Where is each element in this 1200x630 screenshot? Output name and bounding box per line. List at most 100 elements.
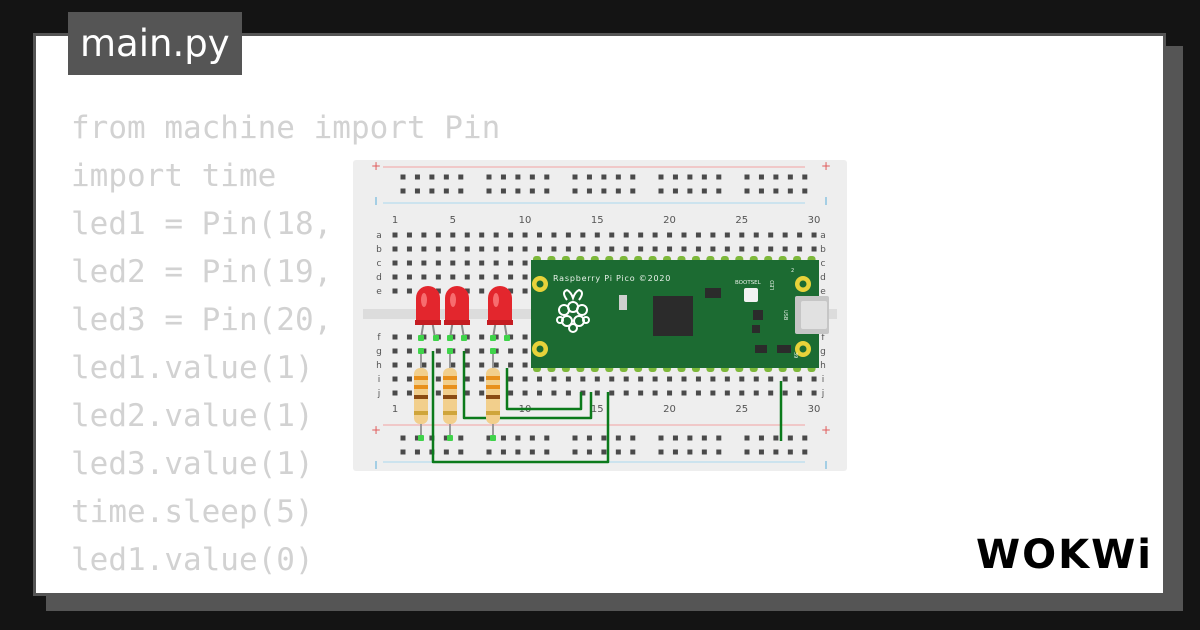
smd-component: [755, 345, 767, 353]
rail-plus-sign: +: [821, 160, 831, 173]
rail-hole: [615, 435, 621, 441]
active-hole: [447, 335, 453, 341]
resistor-band: [414, 411, 428, 415]
breadboard-hole: [392, 288, 398, 294]
rail-hole: [486, 174, 492, 180]
breadboard-hole: [594, 390, 600, 396]
breadboard-hole: [464, 288, 470, 294]
breadboard-hole: [724, 232, 730, 238]
breadboard-hole: [421, 274, 427, 280]
breadboard-hole: [508, 390, 514, 396]
breadboard-hole: [493, 348, 499, 354]
breadboard-hole: [724, 376, 730, 382]
breadboard-hole: [782, 390, 788, 396]
breadboard-hole: [522, 362, 528, 368]
rail-hole: [744, 174, 750, 180]
smd-component: [752, 325, 760, 333]
breadboard-hole: [797, 390, 803, 396]
rail-hole: [615, 174, 621, 180]
red-led-icon: [416, 286, 440, 325]
rail-hole: [658, 174, 664, 180]
breadboard-hole: [724, 390, 730, 396]
rail-hole: [544, 435, 550, 441]
breadboard-hole: [710, 376, 716, 382]
breadboard-hole: [464, 274, 470, 280]
breadboard-hole: [392, 246, 398, 252]
rail-hole: [400, 188, 406, 194]
rail-hole: [414, 174, 420, 180]
led-rim: [487, 320, 513, 325]
rail-hole: [672, 435, 678, 441]
circuit-diagram: 115510101515202025253030aabbccddeeffgghh…: [353, 160, 847, 471]
breadboard-hole: [493, 260, 499, 266]
code-line: led1.value(0): [71, 542, 314, 578]
red-led-icon: [445, 286, 469, 325]
breadboard-hole: [435, 274, 441, 280]
rail-hole: [658, 188, 664, 194]
resistor-band: [414, 385, 428, 389]
breadboard-hole: [464, 376, 470, 382]
red-led-icon: [488, 286, 512, 325]
breadboard-hole: [797, 376, 803, 382]
breadboard-hole: [768, 376, 774, 382]
rail-hole: [601, 174, 607, 180]
rail-hole: [716, 435, 722, 441]
column-number: 15: [591, 215, 604, 226]
code-line: led3.value(1): [71, 446, 314, 482]
wire-gp20: [431, 351, 610, 464]
rail-hole: [414, 435, 420, 441]
breadboard-hole: [537, 390, 542, 396]
resistor-band: [443, 411, 457, 415]
breadboard-hole: [508, 362, 514, 368]
rail-hole: [486, 188, 492, 194]
breadboard-hole: [782, 376, 788, 382]
rail-hole: [701, 435, 707, 441]
rail-hole: [529, 435, 535, 441]
breadboard-hole: [681, 246, 687, 252]
active-hole: [418, 348, 424, 354]
breadboard-hole: [406, 274, 412, 280]
breadboard-hole: [435, 288, 441, 294]
breadboard-hole: [609, 246, 615, 252]
breadboard-hole: [609, 390, 615, 396]
row-letter: d: [820, 273, 826, 283]
rail-hole: [601, 449, 607, 455]
rail-hole: [630, 449, 636, 455]
rail-hole: [443, 449, 449, 455]
breadboard-hole: [652, 246, 658, 252]
breadboard-hole: [537, 376, 542, 382]
code-line: led1 = Pin(18,: [71, 206, 333, 242]
code-line: led3 = Pin(20,: [71, 302, 333, 338]
breadboard-hole: [406, 362, 412, 368]
breadboard-hole: [479, 348, 485, 354]
breadboard-hole: [753, 376, 759, 382]
wokwi-logo-text: WOKWi: [976, 532, 1151, 576]
active-hole: [418, 335, 424, 341]
breadboard-hole: [392, 376, 398, 382]
breadboard-hole: [406, 390, 412, 396]
rail-hole: [787, 174, 793, 180]
row-letter: c: [821, 259, 826, 269]
breadboard-hole: [392, 348, 398, 354]
rail-hole: [529, 174, 535, 180]
rail-hole: [544, 174, 550, 180]
active-hole: [461, 335, 467, 341]
rail-plus-sign: +: [371, 423, 381, 437]
rail-hole: [544, 449, 550, 455]
leds: [415, 286, 513, 441]
rail-hole: [500, 174, 506, 180]
rail-hole: [486, 435, 492, 441]
breadboard-hole: [638, 376, 644, 382]
column-number: 30: [808, 215, 821, 226]
code-line: time.sleep(5): [71, 494, 314, 530]
breadboard-hole: [508, 274, 514, 280]
breadboard-hole: [464, 390, 470, 396]
breadboard-hole: [782, 232, 788, 238]
breadboard-hole: [594, 376, 600, 382]
breadboard-hole: [667, 390, 673, 396]
breadboard-hole: [392, 390, 398, 396]
breadboard-hole: [522, 260, 528, 266]
rail-hole: [458, 174, 464, 180]
resistor-band: [443, 385, 457, 389]
rail-hole: [429, 174, 435, 180]
